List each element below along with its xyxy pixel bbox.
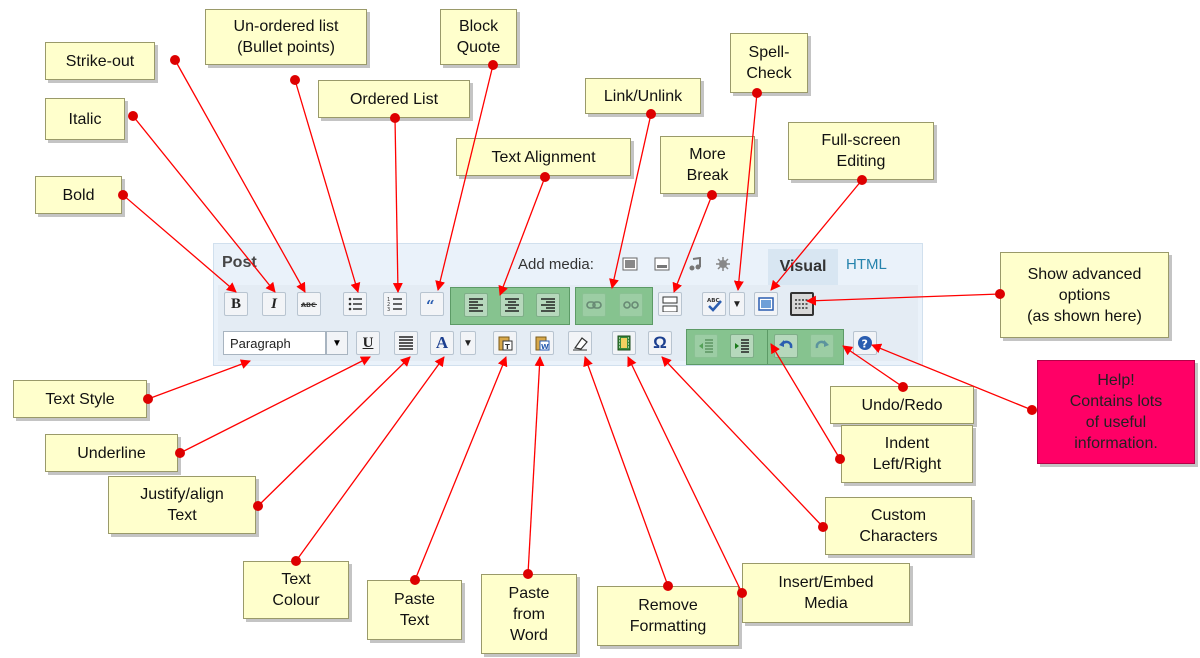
add-media-icon[interactable]: [715, 257, 731, 271]
arrow-underline: [179, 356, 371, 454]
callout-block-quote: Block Quote: [440, 9, 517, 65]
arrow-paste-word: [527, 356, 545, 575]
custom-character-button[interactable]: Ω: [648, 331, 672, 355]
kitchen-sink-button[interactable]: [790, 292, 814, 316]
text-colour-dropdown[interactable]: ▼: [460, 331, 476, 355]
callout-justify: Justify/align Text: [108, 476, 256, 534]
link-button[interactable]: [582, 293, 606, 317]
format-select[interactable]: Paragraph: [223, 331, 326, 355]
svg-text:?: ?: [862, 338, 868, 351]
callout-bold: Bold: [35, 176, 122, 214]
remove-formatting-button[interactable]: [568, 331, 592, 355]
spellcheck-button[interactable]: ABC: [702, 292, 726, 316]
underline-button[interactable]: U: [356, 331, 380, 355]
tab-html[interactable]: HTML: [846, 256, 887, 273]
arrow-text-colour: [295, 356, 445, 562]
svg-text:W: W: [541, 343, 549, 351]
outdent-button[interactable]: [694, 334, 718, 358]
paste-word-button[interactable]: W: [530, 331, 554, 355]
justify-button[interactable]: [394, 331, 418, 355]
insert-media-button[interactable]: [612, 331, 636, 355]
help-button[interactable]: ?: [853, 331, 877, 355]
callout-link-unlink: Link/Unlink: [585, 78, 701, 114]
callout-indent: Indent Left/Right: [841, 425, 973, 483]
add-media-label: Add media:: [518, 256, 594, 273]
callout-text-style: Text Style: [13, 380, 147, 418]
callout-help: Help! Contains lots of useful informatio…: [1037, 360, 1195, 464]
text-colour-button[interactable]: A: [430, 331, 454, 355]
blockquote-button[interactable]: “: [420, 292, 444, 316]
arrow-remove-formatting: [583, 356, 669, 587]
arrow-custom-characters: [661, 356, 824, 528]
strikethrough-button[interactable]: ABC: [297, 292, 321, 316]
callout-underline: Underline: [45, 434, 178, 472]
arrow-justify: [257, 356, 411, 507]
unlink-button[interactable]: [619, 293, 643, 317]
callout-strike-out: Strike-out: [45, 42, 155, 80]
callout-paste-text: Paste Text: [367, 580, 462, 640]
arrow-text-style: [147, 359, 251, 400]
callout-italic: Italic: [45, 98, 125, 140]
add-video-icon[interactable]: [654, 257, 670, 271]
svg-text:“: “: [426, 297, 435, 312]
callout-paste-word: Paste from Word: [481, 574, 577, 654]
paste-text-button[interactable]: T: [493, 331, 517, 355]
callout-remove-formatting: Remove Formatting: [597, 586, 739, 646]
fullscreen-button[interactable]: [754, 292, 778, 316]
svg-text:1: 1: [387, 297, 390, 303]
tab-visual[interactable]: Visual: [768, 249, 838, 285]
more-break-button[interactable]: [658, 292, 682, 316]
svg-text:2: 2: [387, 302, 390, 308]
arrow-dot-help: [1027, 405, 1037, 415]
spellcheck-dropdown[interactable]: ▼: [729, 292, 745, 316]
svg-text:ABC: ABC: [707, 298, 720, 304]
callout-spell-check: Spell- Check: [730, 33, 808, 93]
svg-text:3: 3: [387, 307, 390, 312]
callout-undo-redo: Undo/Redo: [830, 386, 974, 424]
align-left-button[interactable]: [464, 293, 488, 317]
unordered-list-button[interactable]: [343, 292, 367, 316]
align-center-button[interactable]: [500, 293, 524, 317]
callout-full-screen: Full-screen Editing: [788, 122, 934, 180]
arrow-dot-italic: [128, 111, 138, 121]
callout-text-colour: Text Colour: [243, 561, 349, 619]
arrow-dot-strike-out: [170, 55, 180, 65]
arrow-insert-media: [627, 356, 743, 594]
undo-button[interactable]: [774, 334, 798, 358]
redo-button[interactable]: [810, 334, 834, 358]
align-right-button[interactable]: [536, 293, 560, 317]
callout-show-advanced: Show advanced options (as shown here): [1000, 252, 1169, 338]
editor-title: Post: [222, 254, 257, 271]
callout-more-break: More Break: [660, 136, 755, 194]
add-image-icon[interactable]: [622, 257, 638, 271]
bold-button[interactable]: B: [224, 292, 248, 316]
format-select-arrow[interactable]: ▼: [326, 331, 348, 355]
indent-button[interactable]: [730, 334, 754, 358]
link-group-highlight: [575, 287, 653, 325]
svg-text:T: T: [505, 343, 510, 351]
callout-unordered-list: Un-ordered list (Bullet points): [205, 9, 367, 65]
arrow-paste-text: [414, 356, 508, 581]
add-audio-icon[interactable]: [687, 256, 703, 271]
italic-button[interactable]: I: [262, 292, 286, 316]
callout-ordered-list: Ordered List: [318, 80, 470, 118]
callout-text-alignment: Text Alignment: [456, 138, 631, 176]
arrow-dot-unordered-list: [290, 75, 300, 85]
callout-custom-characters: Custom Characters: [825, 497, 972, 555]
callout-insert-media: Insert/Embed Media: [742, 563, 910, 623]
